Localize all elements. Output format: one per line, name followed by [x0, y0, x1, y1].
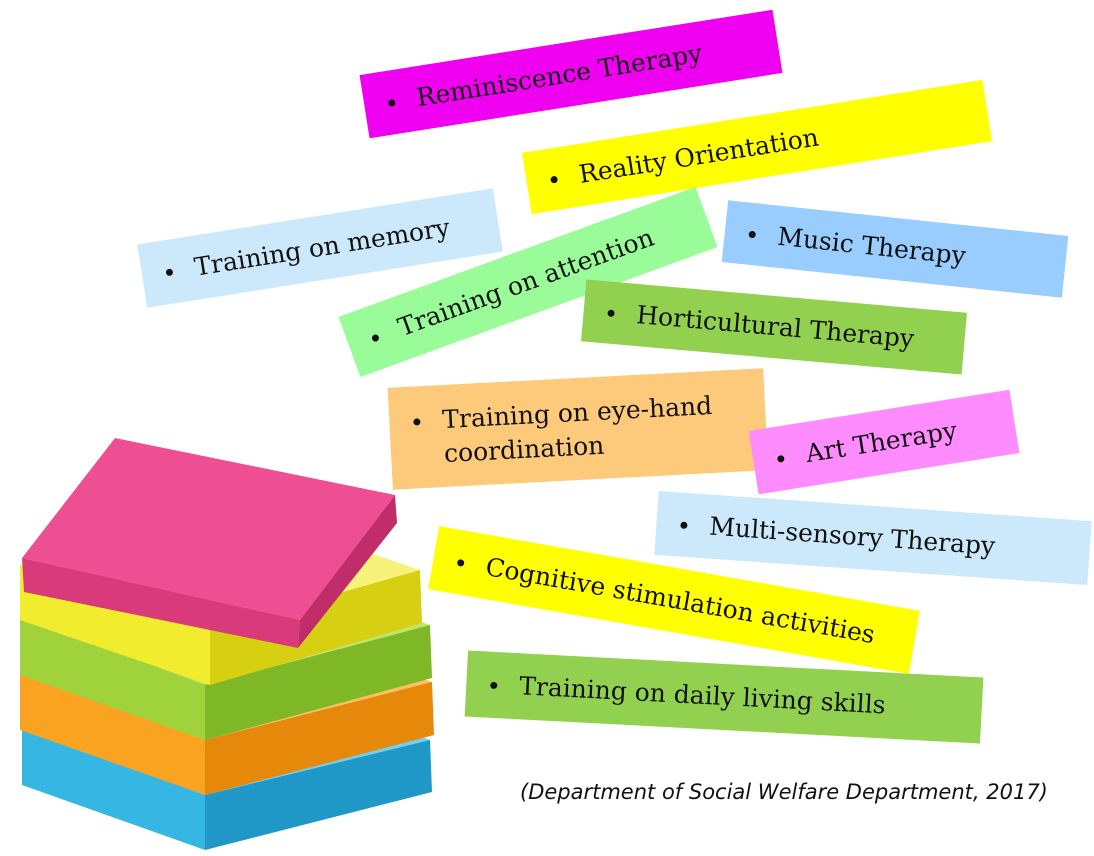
bullet-icon: [550, 175, 559, 184]
note-label: Training on daily living skills: [518, 671, 887, 720]
source-citation: (Department of Social Welfare Department…: [520, 780, 1048, 804]
note-label: Horticultural Therapy: [635, 300, 916, 354]
bullet-icon: [490, 681, 498, 689]
note-label: Multi-sensory Therapy: [708, 511, 997, 561]
bullet-icon: [387, 98, 396, 107]
note-label: Art Therapy: [803, 415, 959, 469]
note-horticultural-therapy: Horticultural Therapy: [581, 279, 967, 375]
note-training-on-eye-hand-coordination: Training on eye-hand coordination: [387, 368, 769, 490]
bullet-icon: [456, 558, 465, 567]
note-reminiscence-therapy: Reminiscence Therapy: [359, 9, 783, 139]
bullet-icon: [680, 521, 688, 529]
sticky-note-pink: [22, 438, 397, 648]
note-art-therapy: Art Therapy: [748, 389, 1020, 495]
note-label: Music Therapy: [776, 221, 968, 271]
note-label: Training on memory: [192, 212, 452, 282]
note-label: Training on eye-hand coordination: [441, 390, 713, 469]
bullet-icon: [413, 418, 421, 426]
bullet-icon: [165, 267, 174, 276]
note-label: Reality Orientation: [576, 122, 821, 189]
sticky-note-stack-illustration: [20, 438, 434, 850]
note-multi-sensory-therapy: Multi-sensory Therapy: [654, 490, 1092, 586]
bullet-icon: [748, 230, 757, 238]
bullet-icon: [776, 454, 785, 463]
note-label: Reminiscence Therapy: [414, 38, 705, 113]
bullet-icon: [370, 333, 380, 343]
bullet-icon: [607, 308, 615, 317]
note-music-therapy: Music Therapy: [721, 200, 1069, 298]
